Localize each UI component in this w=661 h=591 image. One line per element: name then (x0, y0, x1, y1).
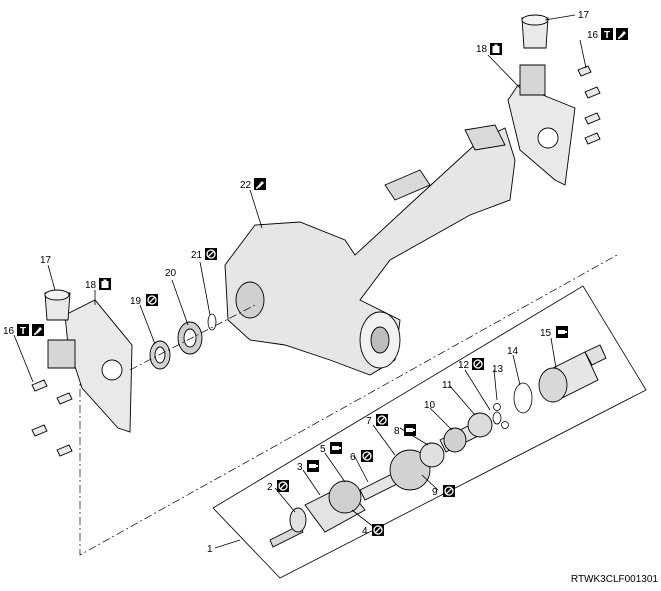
callout-13-label: 13 (492, 364, 504, 375)
callout-18-top: 18 (476, 43, 502, 55)
grease-icon (330, 442, 342, 454)
callout-4: 4 (362, 523, 385, 537)
callout-10: 10 (424, 400, 436, 411)
callout-18-left: 18 (85, 278, 111, 291)
drive-shaft-parts (269, 344, 607, 548)
prohibition-icon (442, 484, 456, 498)
callout-16-b: 16 (3, 326, 15, 337)
callout-14-label: 14 (507, 346, 519, 357)
callout-8: 8 (394, 424, 416, 437)
callout-4-label: 4 (362, 526, 368, 537)
callout-7: 7 (366, 413, 389, 427)
callout-1: 1 (207, 544, 213, 555)
callout-16-left: 16 (3, 324, 44, 337)
callout-12: 12 (458, 357, 485, 371)
torque-icon (17, 324, 29, 337)
callout-17-left: 17 (40, 255, 52, 266)
callout-20-label: 20 (165, 268, 177, 279)
prohibition-icon (471, 357, 485, 371)
callout-11-label: 11 (442, 380, 453, 391)
shaft-axis-left (129, 304, 256, 371)
lubricant-icon (490, 43, 502, 55)
assembly-boundary-dashed (79, 254, 618, 556)
driveshaft-frame (212, 285, 647, 579)
callout-5: 5 (320, 442, 342, 455)
prohibition-icon (145, 293, 159, 307)
front-differential-assembly (224, 124, 516, 376)
callout-6-label: 6 (350, 452, 356, 463)
grease-icon (307, 460, 319, 472)
callout-22: 22 (240, 178, 266, 191)
callout-21: 21 (191, 247, 218, 261)
callout-20: 20 (165, 268, 177, 279)
callout-16-a: 16 (587, 30, 599, 41)
prohibition-icon (371, 523, 385, 537)
callout-17-top: 17 (578, 10, 590, 21)
callout-16-top: 16 (587, 28, 628, 41)
callout-15-label: 15 (540, 328, 552, 339)
callout-2-label: 2 (267, 482, 273, 493)
callout-18-a: 18 (476, 44, 488, 55)
grease-icon (556, 326, 568, 338)
leader-lines (13, 14, 587, 549)
callout-2: 2 (267, 479, 290, 493)
oil-seal-19 (149, 340, 171, 370)
callout-21-label: 21 (191, 250, 203, 261)
callout-5-label: 5 (320, 444, 326, 455)
right-bracket (507, 14, 576, 186)
callout-13: 13 (492, 364, 504, 375)
callout-18-b: 18 (85, 280, 97, 291)
callout-10-label: 10 (424, 400, 436, 411)
callout-14: 14 (507, 346, 519, 357)
prohibition-icon (360, 449, 374, 463)
left-bracket (44, 289, 133, 433)
callout-11: 11 (442, 380, 453, 391)
callout-8-label: 8 (394, 426, 400, 437)
callout-19-label: 19 (130, 296, 142, 307)
callout-22-label: 22 (240, 180, 252, 191)
callout-3: 3 (297, 460, 319, 473)
callout-17-b: 17 (40, 255, 52, 266)
torque-icon (601, 28, 613, 41)
callout-17-a: 17 (578, 10, 590, 21)
bearing-20 (177, 321, 203, 355)
sealant-icon (254, 178, 266, 190)
diagram-code: RTWK3CLF001301 (571, 574, 659, 585)
sealant-icon (32, 324, 44, 336)
callout-12-label: 12 (458, 360, 470, 371)
left-bracket-bolts (31, 379, 73, 457)
callout-9: 9 (432, 484, 456, 498)
callout-19: 19 (130, 293, 159, 307)
prohibition-icon (276, 479, 290, 493)
callout-7-label: 7 (366, 416, 372, 427)
callout-15: 15 (540, 326, 568, 339)
callout-1-label: 1 (207, 544, 213, 555)
right-bracket-bolts (577, 65, 601, 145)
grease-icon (404, 424, 416, 436)
snap-ring-21 (207, 313, 217, 331)
callout-6: 6 (350, 449, 374, 463)
sealant-icon (616, 28, 628, 40)
prohibition-icon (204, 247, 218, 261)
prohibition-icon (375, 413, 389, 427)
lubricant-icon (99, 278, 111, 290)
callout-9-label: 9 (432, 487, 438, 498)
callout-3-label: 3 (297, 462, 303, 473)
